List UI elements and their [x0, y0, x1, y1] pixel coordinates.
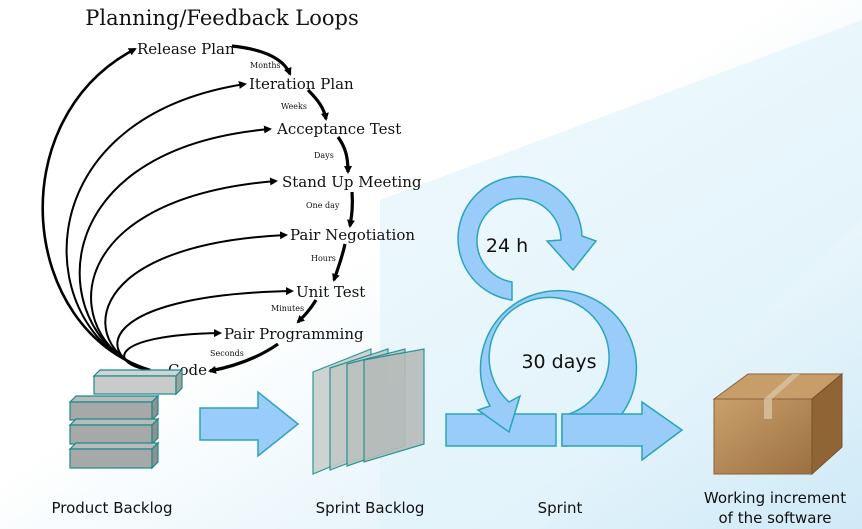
sprint-backlog-sheets [312, 348, 425, 475]
loop-label-iteration-plan: Iteration Plan [249, 75, 354, 93]
loop-interval-hours: Hours [311, 254, 336, 263]
product-backlog-stack [68, 368, 184, 470]
loop-interval-days: Days [314, 151, 334, 160]
loop-label-pair-programming: Pair Programming [224, 325, 364, 343]
caption-increment-line1: Working increment [704, 489, 846, 507]
backlog-item-3 [68, 441, 160, 470]
backlog-item-1 [68, 394, 160, 422]
flow-arrow-1 [199, 390, 300, 458]
curve-iteration-plan [65, 80, 247, 371]
daily-cycle-arrow [457, 175, 598, 301]
loop-interval-minutes: Minutes [271, 304, 304, 313]
loop-label-pair-negotiation: Pair Negotiation [290, 226, 415, 244]
sprint-cycle-arrow [476, 289, 638, 447]
curve-unit-test [116, 287, 294, 371]
caption-product-backlog: Product Backlog [51, 499, 172, 517]
diagram-title: Planning/Feedback Loops [85, 6, 358, 30]
caption-increment-line2: of the software [718, 509, 831, 527]
loop-interval-one-day: One day [306, 201, 340, 210]
curve-pair-programming [123, 329, 222, 371]
loop-label-stand-up-meeting: Stand Up Meeting [282, 173, 422, 191]
backlog-item-2 [68, 417, 160, 446]
caption-sprint: Sprint [538, 499, 583, 517]
flow-arrow-3 [561, 400, 684, 462]
step-arrows [208, 44, 355, 374]
increment-box-icon [712, 372, 844, 476]
feedback-curves [41, 47, 294, 372]
loop-label-acceptance-test: Acceptance Test [276, 120, 401, 138]
loop-interval-seconds: Seconds [210, 349, 244, 358]
loop-label-unit-test: Unit Test [296, 283, 365, 301]
daily-cycle-label: 24 h [486, 235, 528, 257]
loop-interval-weeks: Weeks [281, 102, 307, 111]
loop-label-release-plan: Release Plan [137, 40, 235, 58]
curve-release-plan [41, 47, 151, 372]
caption-sprint-backlog: Sprint Backlog [316, 499, 425, 517]
backlog-item-top [92, 368, 184, 396]
loop-interval-months: Months [250, 61, 281, 70]
flow-arrow-2 [445, 413, 557, 447]
sprint-cycle-label: 30 days [521, 351, 596, 373]
